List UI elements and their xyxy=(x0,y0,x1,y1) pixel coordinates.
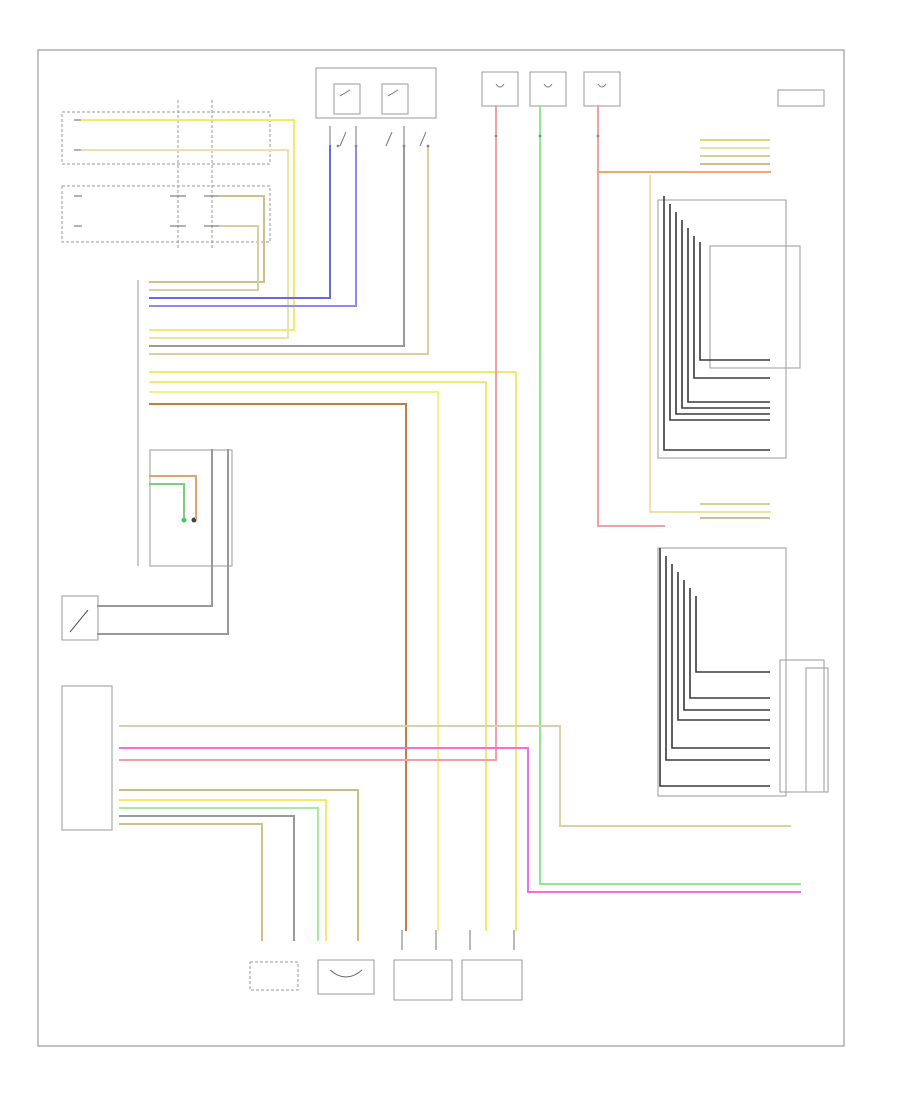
lower-left-module xyxy=(61,685,113,831)
wire-yellow-2 xyxy=(81,149,289,339)
wire-tan-1 xyxy=(149,195,265,283)
right-bus-lower xyxy=(659,548,770,787)
wire-switch-1 xyxy=(97,449,213,607)
right-bus-upper xyxy=(663,196,770,451)
wire-blue-1 xyxy=(149,145,331,299)
wire-tan-3 xyxy=(149,145,429,355)
wire-green-2 xyxy=(119,807,319,941)
right-top-stubs xyxy=(700,139,770,519)
fuse-block-group xyxy=(481,71,621,107)
wire-tan-2 xyxy=(149,225,259,291)
wire-layer xyxy=(81,105,801,941)
right-lower-module xyxy=(657,547,787,797)
wire-blue-2 xyxy=(149,145,357,307)
diagram-frame xyxy=(37,49,845,1047)
wire-tan-4 xyxy=(119,823,263,941)
right-upper-module xyxy=(657,199,787,459)
right-lower-submodule xyxy=(779,659,825,793)
wire-red-1 xyxy=(119,105,497,761)
wire-sensor-green xyxy=(149,483,185,519)
wire-pink xyxy=(119,747,801,893)
wire-gray-1 xyxy=(149,145,405,347)
top-center-module xyxy=(315,67,437,147)
wire-switch-2 xyxy=(97,449,229,635)
wire-olive xyxy=(119,725,791,827)
top-right-component xyxy=(777,89,825,107)
wire-pale-yellow xyxy=(649,175,771,513)
switch-icon xyxy=(69,609,89,633)
top-left-component-block xyxy=(61,100,271,250)
wire-green xyxy=(539,105,801,885)
sensor-block xyxy=(149,449,233,567)
connector-ticks xyxy=(74,119,220,227)
fuse-icon xyxy=(495,83,607,88)
switch-block xyxy=(61,595,99,641)
wire-yellow-6 xyxy=(119,799,327,941)
bottom-component-group xyxy=(249,930,523,1001)
right-upper-submodule xyxy=(709,245,801,369)
wire-yellow-5 xyxy=(149,391,439,931)
wire-brown xyxy=(149,403,407,931)
wire-sensor-orange xyxy=(149,475,197,519)
wire-gray-2 xyxy=(119,815,295,941)
switch-contacts xyxy=(329,126,427,147)
right-lower-connector xyxy=(805,667,829,793)
wire-red-2 xyxy=(597,105,665,527)
relay-icon xyxy=(339,89,399,97)
wire-yellow-1 xyxy=(81,119,295,331)
wire-yellow-3 xyxy=(149,371,517,931)
wire-olive-2 xyxy=(119,789,359,941)
pin-markers xyxy=(336,134,600,148)
